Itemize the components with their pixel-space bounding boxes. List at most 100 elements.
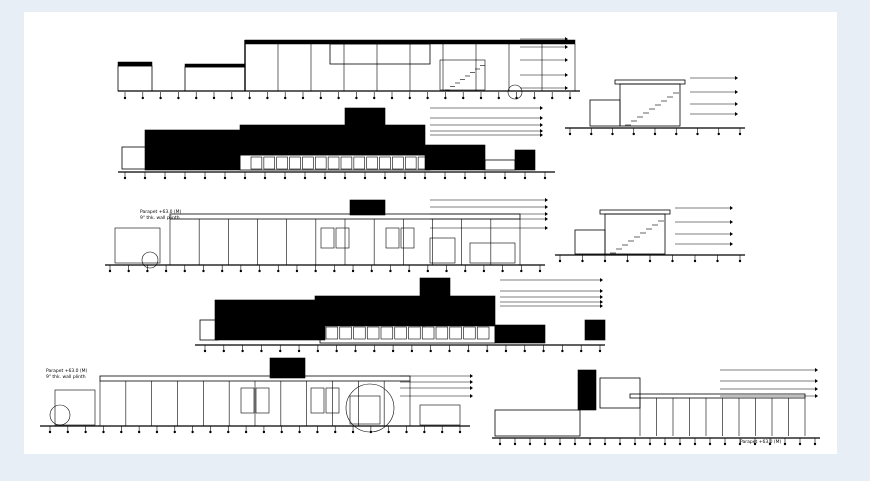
level-marker (600, 304, 603, 308)
grid-bubble (633, 442, 637, 446)
grid-bubble (542, 349, 545, 353)
grid-bubble (483, 176, 487, 180)
grid-bubble (503, 176, 507, 180)
window (394, 326, 407, 340)
grid-bubble (297, 349, 301, 353)
grid-bubble (373, 96, 376, 100)
level-marker (470, 374, 473, 378)
roof-slab (184, 63, 246, 68)
roof-slab (599, 209, 671, 215)
door (400, 227, 415, 249)
grid-bubble (266, 96, 269, 100)
roof-slab (169, 213, 521, 220)
window (353, 156, 366, 170)
stair-room (54, 389, 96, 426)
window (404, 156, 417, 170)
grid-bubble (423, 430, 426, 434)
grid-bubble (239, 269, 243, 273)
roof-slab (117, 61, 153, 67)
upper-room (329, 43, 431, 65)
grid-bubble (448, 349, 451, 353)
grid-bubble (467, 349, 470, 353)
grid-bubble (678, 442, 682, 446)
detail-callout (345, 383, 395, 433)
level-note-3: Parapet +63.0 (M) (46, 368, 88, 374)
window (476, 326, 490, 340)
room (349, 395, 381, 425)
window (463, 326, 476, 340)
grid-bubble (497, 96, 500, 100)
grid-bubble (708, 442, 712, 446)
grid-bubble (143, 176, 147, 180)
rear-elevation-drawing (195, 277, 606, 353)
grid-bubble (260, 349, 263, 353)
grid-bubble (543, 176, 547, 180)
grid-bubble (303, 176, 307, 180)
level-marker (565, 37, 568, 41)
level-marker (470, 380, 473, 384)
grid-bubble (183, 176, 187, 180)
grid-bubble (351, 430, 355, 434)
grid-bubble (813, 442, 817, 446)
grid-bubble (316, 349, 320, 353)
level-marker (730, 220, 733, 224)
detail-callout (141, 251, 159, 269)
door (240, 387, 255, 414)
grid-bubble (671, 259, 674, 263)
section-drawing-top (117, 37, 580, 100)
grid-bubble (241, 349, 244, 353)
grid-bubble (373, 349, 376, 353)
grid-bubble (768, 442, 772, 446)
grid-bubble (370, 269, 373, 273)
grid-bubble (262, 430, 266, 434)
grid-bubble (444, 96, 447, 100)
window (366, 156, 378, 170)
grid-bubble (319, 96, 322, 100)
level-marker (540, 133, 543, 137)
level-marker (730, 242, 733, 246)
front-elevation-drawing (118, 106, 555, 180)
grid-bubble (369, 430, 373, 434)
level-marker (545, 226, 548, 230)
facade-block (239, 124, 351, 156)
grid-bubble (391, 349, 395, 353)
grid-bubble (798, 442, 802, 446)
door (255, 387, 270, 414)
grid-bubble (443, 176, 447, 180)
level-marker (545, 217, 548, 221)
door (335, 227, 350, 249)
grid-bubble (405, 430, 408, 434)
grid-bubble (603, 442, 607, 446)
drawing-sheet (24, 12, 837, 454)
window (353, 326, 366, 340)
small-section-top-right (565, 76, 745, 136)
grid-bubble (723, 442, 727, 446)
level-marker (545, 198, 548, 202)
grid-bubble (717, 132, 720, 136)
window (327, 156, 340, 170)
grid-bubble (423, 176, 427, 180)
grid-bubble (533, 96, 536, 100)
grid-bubble (222, 349, 226, 353)
grid-bubble (209, 430, 212, 434)
door (320, 227, 335, 249)
grid-bubble (84, 430, 87, 434)
grid-bubble (146, 269, 149, 273)
level-marker (600, 295, 603, 299)
level-marker (540, 123, 543, 127)
level-marker (470, 394, 473, 398)
level-marker (735, 112, 738, 116)
grid-bubble (462, 96, 465, 100)
level-marker (735, 76, 738, 80)
level-marker (565, 58, 568, 62)
grid-bubble (298, 430, 301, 434)
room (604, 213, 666, 255)
grid-bubble (632, 132, 635, 136)
grid-bubble (316, 430, 319, 434)
grid-bubble (504, 349, 508, 353)
grid-bubble (783, 442, 787, 446)
level-marker (815, 368, 818, 372)
grid-bubble (363, 176, 367, 180)
grid-bubble (501, 269, 504, 273)
grid-bubble (263, 176, 267, 180)
